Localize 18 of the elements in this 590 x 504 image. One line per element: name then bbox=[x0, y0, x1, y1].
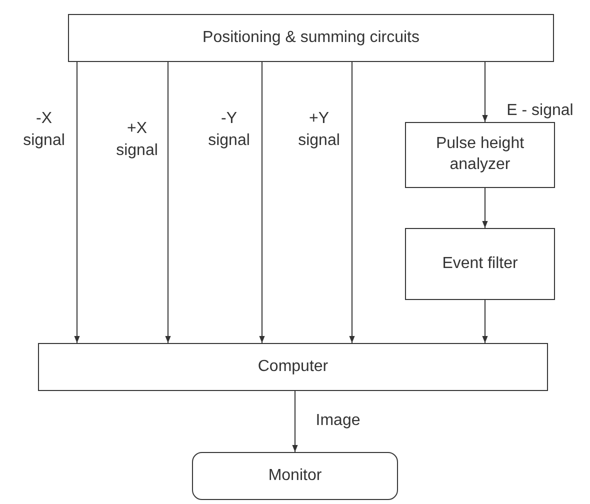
arrow bbox=[482, 62, 488, 122]
rounded-box bbox=[192, 452, 398, 500]
process-box bbox=[38, 343, 548, 391]
arrow bbox=[74, 62, 80, 344]
arrow bbox=[292, 390, 298, 452]
process-box bbox=[405, 228, 555, 300]
arrow bbox=[349, 62, 355, 344]
arrow bbox=[165, 62, 171, 344]
node-label: Event filter bbox=[442, 254, 518, 274]
node-label: Positioning & summing circuits bbox=[202, 28, 420, 48]
process-box bbox=[405, 122, 555, 188]
node-label: Pulse height analyzer bbox=[434, 134, 526, 175]
arrow bbox=[259, 62, 265, 344]
process-box bbox=[68, 14, 554, 62]
arrow bbox=[482, 188, 488, 228]
node-label: Monitor bbox=[268, 466, 322, 486]
arrow bbox=[482, 300, 488, 344]
node-label: Computer bbox=[258, 356, 328, 377]
